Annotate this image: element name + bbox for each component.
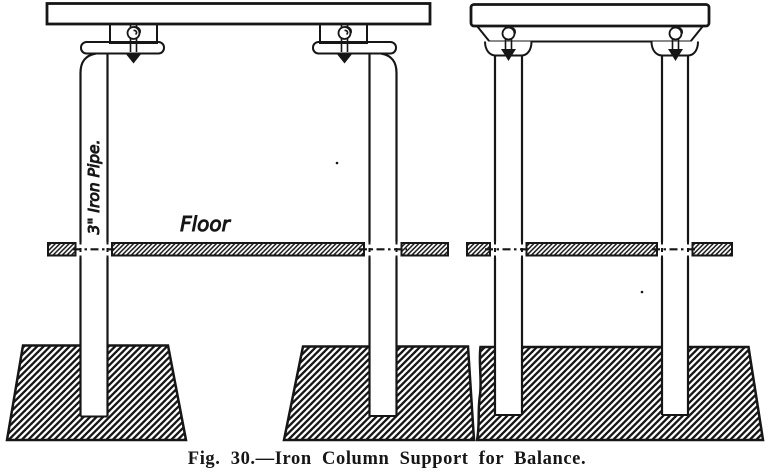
footing-slot	[79, 343, 109, 416]
floor-band-segment	[47, 242, 77, 257]
footing-slot	[494, 345, 523, 415]
flange-plate	[312, 41, 397, 55]
footing-slot	[368, 344, 398, 416]
table-top-side	[469, 3, 711, 28]
hook-bolt	[668, 26, 683, 61]
pipe-column-left	[493, 55, 524, 415]
floor-band-segment	[111, 242, 365, 257]
bolt-hook-curl	[675, 26, 683, 34]
floor-band-segment	[525, 242, 658, 257]
footing-slot	[661, 345, 689, 415]
side-view	[469, 3, 711, 415]
bolt-hook-curl	[344, 26, 352, 36]
flange-plate	[80, 41, 165, 55]
hook-bolt	[336, 24, 353, 64]
bolt-hook-curl	[133, 26, 141, 36]
support-beam	[476, 25, 704, 43]
hook-bolt	[501, 26, 516, 61]
floor-band-segment	[691, 242, 733, 257]
hook-bolt	[125, 24, 142, 64]
bolt-nut	[125, 53, 142, 64]
bolt-nut	[336, 53, 353, 64]
pipe-column-left	[79, 52, 109, 417]
front-view: 3" Iron Pipe.	[45, 2, 432, 417]
concrete-footings	[5, 343, 765, 442]
pipe-size-label: 3" Iron Pipe.	[85, 139, 103, 234]
bolt-nut	[668, 49, 683, 61]
bolt-hook-curl	[508, 26, 516, 34]
pipe-column-right	[660, 55, 690, 415]
bolt-nut	[501, 49, 516, 61]
footing-right-wide	[475, 345, 765, 442]
table-top-front	[45, 2, 432, 26]
floor-band-segment	[400, 242, 449, 257]
floor-label: Floor	[180, 212, 232, 236]
figure-caption: Fig. 30.—Iron Column Support for Balance…	[188, 449, 586, 469]
pipe-column-right	[368, 52, 398, 416]
floor: Floor	[47, 212, 733, 258]
scan-specks	[335, 161, 644, 294]
